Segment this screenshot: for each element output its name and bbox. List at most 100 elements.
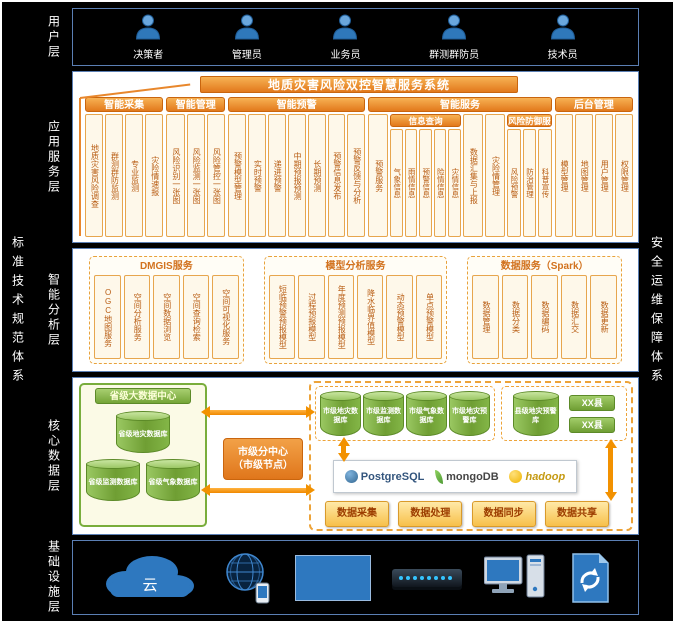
app-group: 智能采集地质灾害风险调查群测群防监测专业监测灾险情速报 [85,97,164,237]
app-group-header: 智能管理 [166,97,226,112]
postgresql-icon [344,470,358,483]
db-platform-sync-arrow [337,437,350,462]
app-group-items: 风险识别一张图风险监测一张图风险管控一张图 [166,114,226,237]
cylinder-top [406,391,447,401]
analysis-item: 数据管理 [472,275,499,359]
province-datacenter: 省级大数据中心 省级地灾数据库省级监测数据库省级气象数据库 [79,383,207,527]
workstation [483,553,546,603]
analysis-group-items: 短临预警预报模型过程预报模型年度预测预报模型降水临界值模型动态预警模型单点预警模… [268,275,443,359]
app-item: 用户管理 [594,114,613,237]
analysis-item: 数据分类 [501,275,529,359]
platform-name: hadoop [525,470,566,483]
user-icon-wrap [440,13,468,45]
analysis-group-items: OGC地图服务空间分析服务空间数据浏览空间查询检索空间可视化服务 [94,275,239,359]
analysis-item: 空间可视化服务 [212,275,239,359]
user-name: 群测群防员 [429,50,480,61]
analysis-item: 年度预测预报模型 [327,275,354,359]
city-databases: 市级地灾数据库市级监测数据库市级气象数据库市级地灾预警库 [315,386,495,441]
secure-transfer-icon [572,552,609,603]
app-group: 后台管理模型管理地图管理用户管理权限管理 [554,97,634,237]
data-action-box: 数据同步 [471,501,536,527]
data-action-box: 数据采集 [325,501,389,527]
app-item: 灾情信息 [448,129,461,237]
cylinder-label: 县级地灾预警库 [512,396,559,436]
user-icon [234,14,259,40]
analysis-group-header: DMGIS服务 [139,261,193,272]
cylinder-top [512,391,559,401]
app-item: 灾险情管理 [485,114,506,237]
province-database: 省级监测数据库 [86,459,140,501]
cylinder-top [449,391,490,401]
county-node: XX县 [569,394,616,411]
cylinder-top [146,459,200,469]
banner-bracket-line [79,98,81,236]
province-database: 省级气象数据库 [146,459,200,501]
app-group: 智能预警预警模型管理实时预警递进预警中期预报预测长期预测预警信息发布预警反馈与分… [228,97,366,237]
postgresql-logo: PostgreSQL [344,470,424,483]
system-title-banner: 地质灾害风险双控智慧服务系统 [200,76,518,93]
data-action-box: 数据处理 [398,501,463,527]
analysis-group-header: 模型分析服务 [325,261,386,272]
province-city-sync-arrow-top [201,406,315,418]
firewall-icon [294,554,371,601]
cylinder-top [320,391,361,401]
left-rail-label: 标准技术规范体系 [10,235,25,388]
app-group-header: 后台管理 [554,97,633,112]
cloud-icon: 云 [105,555,194,597]
cloud-platform: 云 [98,550,202,606]
app-item: 预警信息 [419,129,432,237]
app-group-items: 预警服务信息查询气象信息雨情信息预警信息险情信息灾情信息数据汇集与上报灾险情管理… [368,114,552,237]
cloud-label: 云 [142,577,157,594]
analysis-groups: DMGIS服务 OGC地图服务空间分析服务空间数据浏览空间查询检索空间可视化服务 模… [72,248,639,372]
user-item: 群测群防员 [429,13,479,61]
switch-icon [392,568,463,587]
city-database: 市级监测数据库 [363,391,404,436]
city-subcenter-line2: （市级节点） [233,460,293,471]
secure-transfer [567,552,613,604]
province-city-sync-arrow-bottom [201,484,315,496]
province-databases: 省级地灾数据库省级监测数据库省级气象数据库 [83,406,203,501]
user-layer: 用户层 决策者管理员业务员群测群防员技术员 [36,8,639,66]
app-item: 风险预警 [507,129,521,237]
app-group: 智能服务预警服务信息查询气象信息雨情信息预警信息险情信息灾情信息数据汇集与上报灾… [368,97,552,237]
user-icon-wrap [233,13,261,45]
city-database: 市级气象数据库 [406,391,447,436]
app-item: 风险管控一张图 [206,114,226,237]
analysis-group-items: 数据管理数据分类数据编码数据汇交数据更新 [472,275,617,359]
app-item: 预警反馈与分析 [347,114,366,237]
app-layer: 应用服务层 地质灾害风险双控智慧服务系统 智能采集地质灾害风险调查群测群防监测专… [36,71,639,243]
app-item: 灾险情速报 [145,114,164,237]
analysis-item: 空间分析服务 [123,275,151,359]
app-item: 中期预报预测 [287,114,306,237]
analysis-item: 数据更新 [590,275,617,359]
app-group-items: 模型管理地图管理用户管理权限管理 [554,114,634,237]
data-action-box: 数据共享 [544,501,609,527]
data-layer-content: 省级大数据中心 省级地灾数据库省级监测数据库省级气象数据库 市级分中心 （市级节… [72,377,639,535]
cylinder-label: 市级监测数据库 [363,396,404,436]
app-item: 预警服务 [368,114,389,237]
user-item: 技术员 [548,13,578,61]
analysis-item: 空间数据浏览 [153,275,180,359]
app-subgroup-items: 气象信息雨情信息预警信息险情信息灾情信息 [390,129,461,237]
cylinder-label: 省级气象数据库 [146,464,200,501]
app-layer-content: 地质灾害风险双控智慧服务系统 智能采集地质灾害风险调查群测群防监测专业监测灾险情… [72,71,639,243]
user-icon [136,14,161,40]
data-actions: 数据采集数据处理数据同步数据共享 [325,501,609,527]
data-layer: 核心数据层 省级大数据中心 省级地灾数据库省级监测数据库省级气象数据库 市级分中… [36,377,639,535]
user-name: 管理员 [231,50,262,61]
analysis-item: 数据编码 [531,275,558,359]
cylinder-top [363,391,404,401]
city-database: 市级地灾预警库 [449,391,490,436]
workstation-icon [483,554,545,597]
user-icon-wrap [134,13,162,45]
analysis-group: DMGIS服务 OGC地图服务空间分析服务空间数据浏览空间查询检索空间可视化服务 [89,256,244,364]
app-groups: 智能采集地质灾害风险调查群测群防监测专业监测灾险情速报智能管理风险识别一张图风险… [85,97,634,237]
app-subgroup: 信息查询气象信息雨情信息预警信息险情信息灾情信息 [390,114,461,237]
analysis-item: 空间查询检索 [182,275,210,359]
user-icon [442,14,467,40]
analysis-item: 降水临界值模型 [357,275,384,359]
cylinder-top [86,459,140,469]
